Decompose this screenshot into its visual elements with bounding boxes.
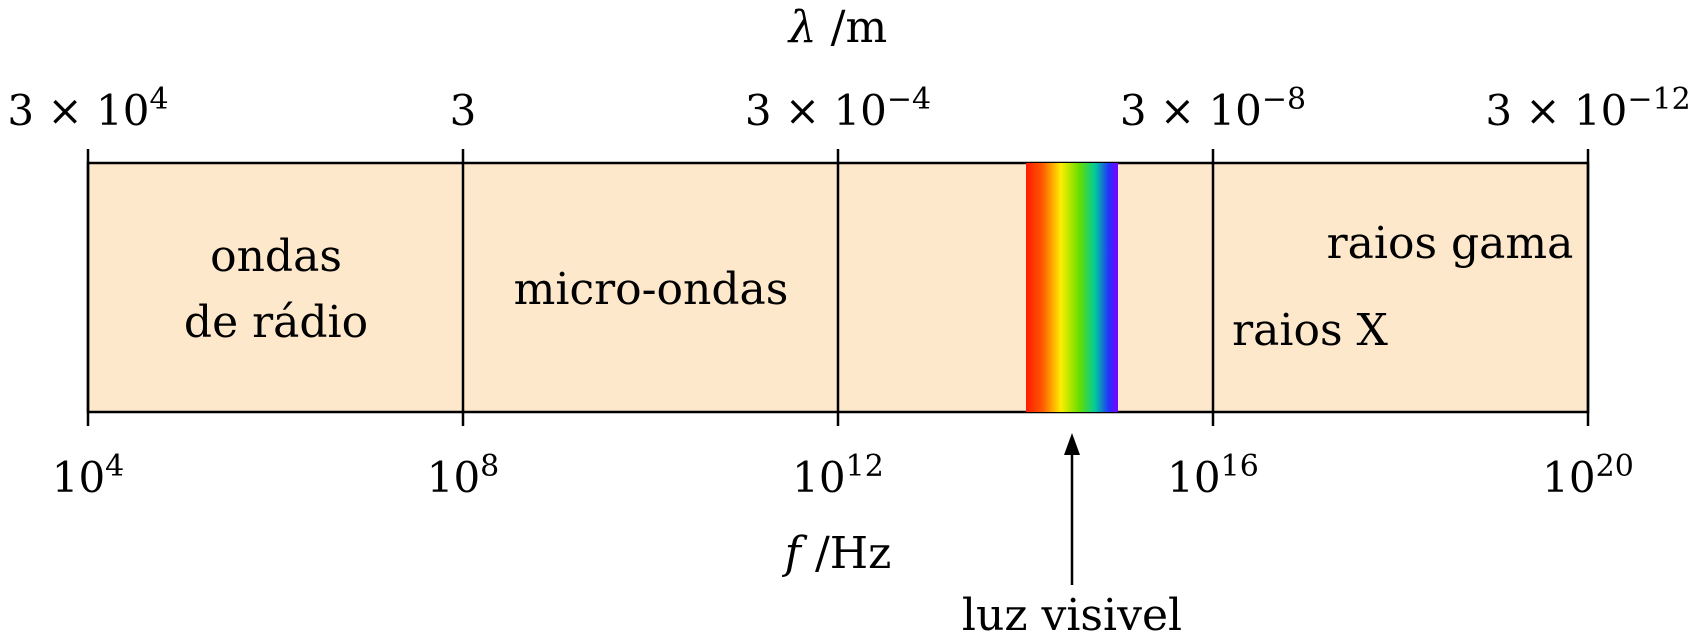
- wavelength-tick-label: 3 × 10−8: [1120, 82, 1306, 135]
- wavelength-tick-label: 3: [450, 86, 477, 135]
- wavelength-axis-title: λ /m: [787, 2, 887, 53]
- microwaves-label: micro-ondas: [514, 264, 789, 315]
- gamma-rays-label: raios gama: [1327, 218, 1574, 269]
- frequency-ticks: 104 108 1012 1016 1020: [52, 449, 1634, 502]
- visible-light-strip: [1026, 163, 1118, 412]
- wavelength-tick-label: 3 × 10−4: [745, 82, 931, 135]
- frequency-tick-label: 1012: [792, 449, 884, 502]
- frequency-axis-title: f /Hz: [782, 528, 892, 579]
- band-dividers: [86, 149, 1590, 426]
- wavelength-tick-label: 3 × 104: [7, 82, 168, 135]
- frequency-tick-label: 1020: [1542, 449, 1634, 502]
- visible-light-arrow: [1064, 433, 1080, 585]
- wavelength-ticks: 3 × 104 3 3 × 10−4 3 × 10−8 3 × 10−12: [7, 82, 1690, 135]
- frequency-tick-label: 108: [427, 449, 500, 502]
- xrays-label: raios X: [1232, 305, 1388, 356]
- radio-waves-label-line2: de rádio: [184, 297, 368, 348]
- frequency-tick-label: 1016: [1167, 449, 1259, 502]
- visible-light-label: luz visivel: [962, 590, 1182, 640]
- wavelength-tick-label: 3 × 10−12: [1485, 82, 1690, 135]
- frequency-tick-label: 104: [52, 449, 125, 502]
- radio-waves-label-line1: ondas: [210, 231, 342, 282]
